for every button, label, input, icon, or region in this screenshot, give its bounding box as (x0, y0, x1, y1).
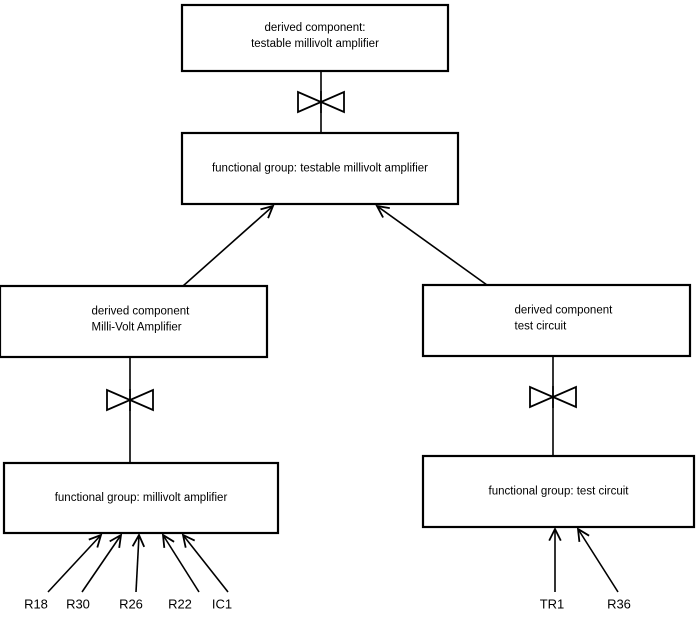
node-box[interactable] (2, 461, 280, 535)
bowtie-left-triangle-icon (529, 385, 556, 409)
bowtie-test-circuit (529, 356, 577, 456)
arrow-tr1-to-fg-test-circuit (548, 526, 562, 592)
node-box[interactable] (421, 283, 692, 358)
bowtie-right-triangle-icon (550, 385, 577, 409)
arrow-head-icon (131, 532, 146, 548)
arrow-head-icon (576, 527, 590, 542)
arrow-ic1-to-fg-millivolt (181, 533, 229, 593)
node-box[interactable] (421, 454, 696, 529)
bowtie-left-triangle-icon (106, 388, 133, 412)
arrow-test-circuit-to-testable (375, 204, 488, 286)
node-box[interactable] (180, 3, 450, 73)
node-box[interactable] (180, 131, 460, 206)
node-label-line: derived component (515, 305, 614, 317)
arrow-head-icon (109, 533, 123, 549)
leaf-r26[interactable]: R26 (119, 596, 143, 611)
leaf-r30[interactable]: R30 (66, 596, 90, 611)
arrow-head-icon (375, 204, 390, 218)
node-box[interactable] (0, 284, 269, 359)
arrow-r36-to-fg-test-circuit (576, 527, 619, 593)
leaf-tr1[interactable]: TR1 (540, 596, 565, 611)
bowtie-right-triangle-icon (318, 90, 345, 114)
arrow-head-icon (260, 204, 275, 219)
edges-layer (47, 204, 619, 593)
node-boxes-layer: derived component: testable millivolt amp… (0, 3, 696, 535)
arrow-head-icon (181, 533, 196, 548)
node-derived-test-circuit[interactable]: derived component test circuit (421, 283, 692, 358)
arrow-head-icon (548, 526, 562, 542)
node-label-line: functional group: testable millivolt amp… (212, 163, 428, 175)
bowtie-right-triangle-icon (127, 388, 154, 412)
arrow-r30-to-fg-millivolt (81, 533, 123, 593)
arrow-r26-to-fg-millivolt (131, 532, 146, 593)
bowtie-millivolt (106, 357, 154, 463)
arrow-r22-to-fg-millivolt (161, 533, 200, 593)
arrow-head-icon (88, 533, 103, 548)
node-label-line: Milli-Volt Amplifier (92, 322, 182, 334)
arrow-r18-to-fg-millivolt (47, 533, 103, 593)
arrow-milli-volt-amplifier-to-testable (182, 204, 275, 287)
node-label-line: test circuit (515, 321, 568, 333)
node-fg-testable-millivolt-amplifier[interactable]: functional group: testable millivolt amp… (180, 131, 460, 206)
bowtie-left-triangle-icon (297, 90, 324, 114)
bowtie-connectors-layer (106, 71, 577, 463)
node-label-line: functional group: test circuit (489, 486, 630, 498)
leaf-r18[interactable]: R18 (24, 596, 48, 611)
bowtie-top (297, 71, 345, 133)
leaf-r36[interactable]: R36 (607, 596, 631, 611)
node-fg-millivolt-amplifier[interactable]: functional group: millivolt amplifier (2, 461, 280, 535)
node-derived-testable-millivolt-amplifier[interactable]: derived component: testable millivolt amp… (180, 3, 450, 73)
leaf-ic1[interactable]: IC1 (212, 596, 232, 611)
leaf-r22[interactable]: R22 (168, 596, 192, 611)
node-label-line: testable millivolt amplifier (251, 38, 379, 50)
node-fg-test-circuit[interactable]: functional group: test circuit (421, 454, 696, 529)
arrow-head-icon (161, 533, 175, 548)
node-label-line: functional group: millivolt amplifier (55, 492, 228, 504)
node-label-line: derived component: (264, 22, 365, 34)
leaf-labels-layer: R18 R30 R26 R22 IC1 TR1 R36 (24, 596, 631, 611)
node-label-line: derived component (92, 306, 191, 318)
